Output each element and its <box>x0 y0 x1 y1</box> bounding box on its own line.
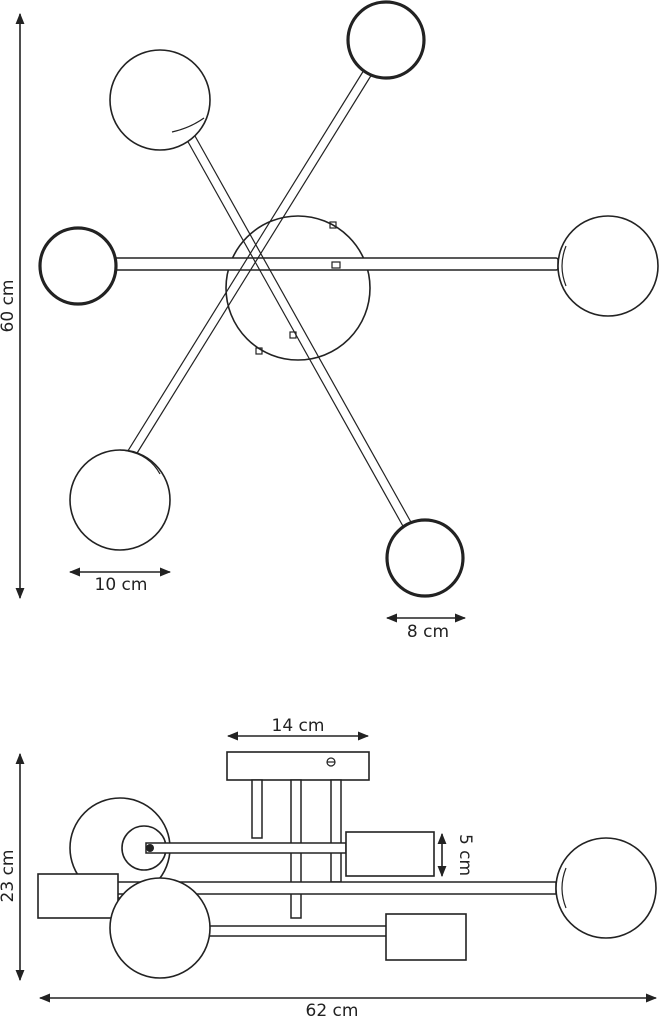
canopy-block <box>226 751 370 781</box>
dimension-height-label: 60 cm <box>0 280 18 333</box>
globe-side-right-holder <box>561 867 567 909</box>
screw <box>289 331 297 339</box>
globe-bottom-right <box>385 518 465 598</box>
globe-front-left <box>109 877 211 979</box>
globe-bottom-left <box>69 449 171 551</box>
arm-diagonal-a-edge-2 <box>125 69 365 455</box>
dimension-globe-small-label: 8 cm <box>407 622 449 642</box>
globe-side-right <box>555 837 657 939</box>
arm-diagonal-b-edge-2 <box>194 135 413 525</box>
holder-upper-right <box>345 831 435 877</box>
top-view: 60 cm 10 cm 8 cm <box>0 0 659 642</box>
holder-left <box>37 873 119 919</box>
screw <box>331 261 341 269</box>
arm-lower <box>205 925 409 937</box>
arm-upper <box>145 842 347 854</box>
globe-holder-top-left <box>171 117 205 133</box>
dimension-width-label: 62 cm <box>306 1001 359 1020</box>
globe-right <box>557 215 659 317</box>
globe-top-left <box>109 49 211 151</box>
rod-left <box>251 779 263 839</box>
dimension-side-height-label: 23 cm <box>0 850 18 903</box>
dimension-holder-label: 5 cm <box>455 834 475 876</box>
dimension-globe-large-label: 10 cm <box>95 575 148 595</box>
globe-left <box>38 226 118 306</box>
side-view: 14 cm 5 cm <box>0 716 658 1020</box>
rod-right <box>330 779 342 883</box>
arm-diagonal-a-edge-1 <box>133 73 373 459</box>
screw <box>255 347 263 355</box>
dimension-canopy-label: 14 cm <box>272 716 325 736</box>
globe-holder-bottom-left <box>119 449 161 475</box>
holder-lower-right <box>385 913 467 961</box>
globe-holder-right <box>561 245 567 287</box>
screw <box>329 221 337 229</box>
arm-upper-end <box>146 844 154 852</box>
globe-top-right <box>346 0 426 80</box>
